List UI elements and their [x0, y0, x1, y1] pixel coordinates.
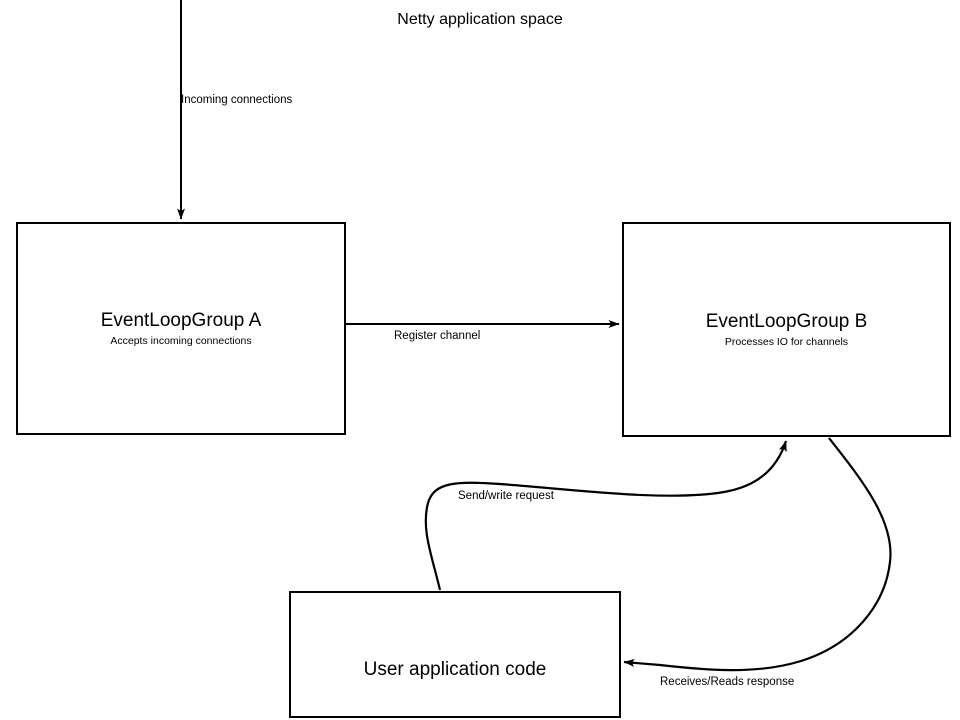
edge-label-incoming-connections: Incoming connections [181, 94, 293, 106]
edge-send-write-request [424, 440, 788, 591]
node-eventloopgroup-a-subtitle: Accepts incoming connections [110, 334, 252, 347]
node-user-application-code[interactable]: User application code [289, 591, 621, 718]
node-eventloopgroup-b-title: EventLoopGroup B [705, 310, 868, 332]
node-eventloopgroup-a[interactable]: EventLoopGroup A Accepts incoming connec… [16, 222, 346, 435]
diagram-title: Netty application space [397, 11, 563, 28]
node-eventloopgroup-a-title: EventLoopGroup A [100, 309, 262, 331]
edge-label-send-write-request: Send/write request [458, 490, 554, 502]
node-eventloopgroup-b-subtitle: Processes IO for channels [724, 335, 849, 348]
node-eventloopgroup-b[interactable]: EventLoopGroup B Processes IO for channe… [622, 222, 951, 437]
edge-receives-reads-response [623, 437, 892, 672]
edge-label-receives-reads-response: Receives/Reads response [660, 676, 795, 688]
node-user-application-code-title: User application code [363, 658, 547, 680]
edge-label-register-channel: Register channel [394, 330, 481, 342]
